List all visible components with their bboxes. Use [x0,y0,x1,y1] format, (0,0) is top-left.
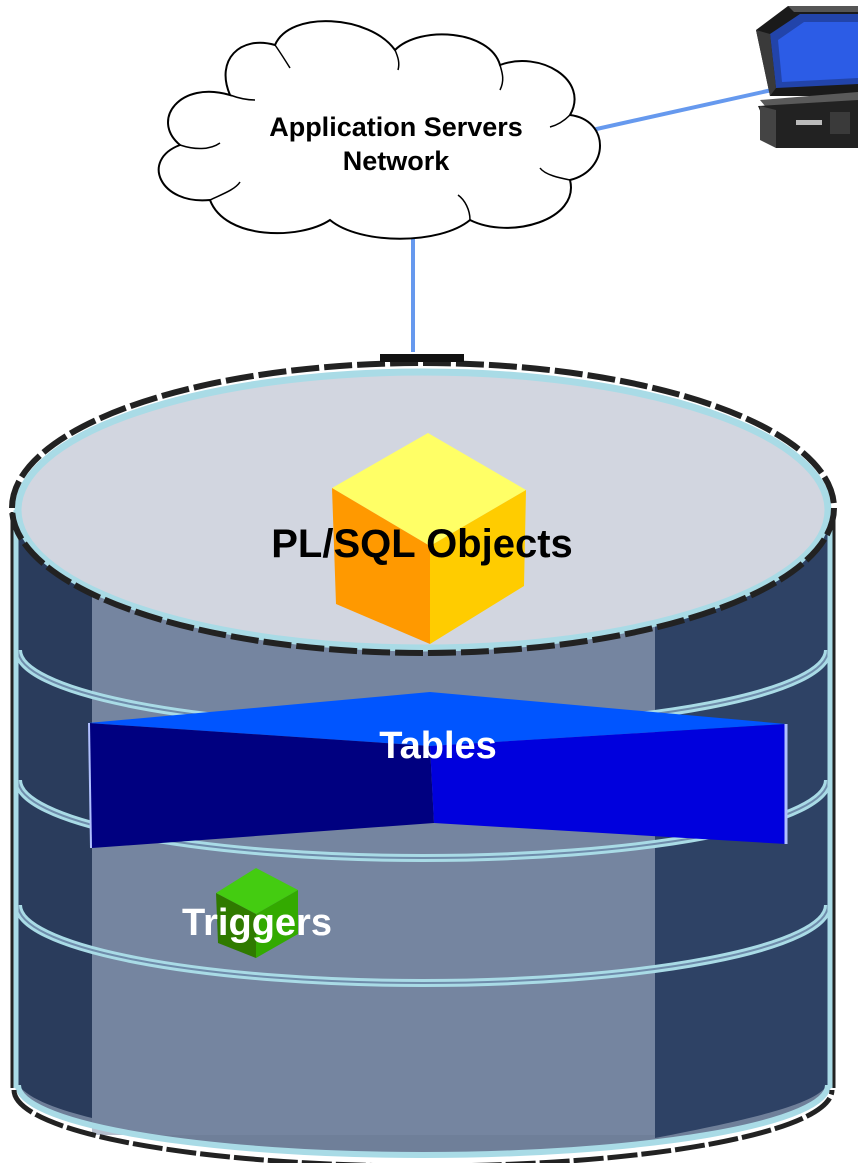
cloud-icon [157,20,601,240]
triggers-cube-icon [216,868,298,958]
tables-label: Tables [379,725,497,767]
cloud-to-client-connector [591,88,773,132]
desktop-computer-icon [756,6,858,148]
plsql-objects-label: PL/SQL Objects [271,522,573,566]
database-cylinder-icon [9,354,837,1163]
plsql-cube-icon [332,433,526,644]
cloud-label-line2: Network [343,146,451,176]
cylinder-ring [17,904,829,984]
triggers-label: Triggers [182,902,332,944]
tables-slab-icon [88,692,788,849]
cloud-label-line1: Application Servers [269,112,523,142]
